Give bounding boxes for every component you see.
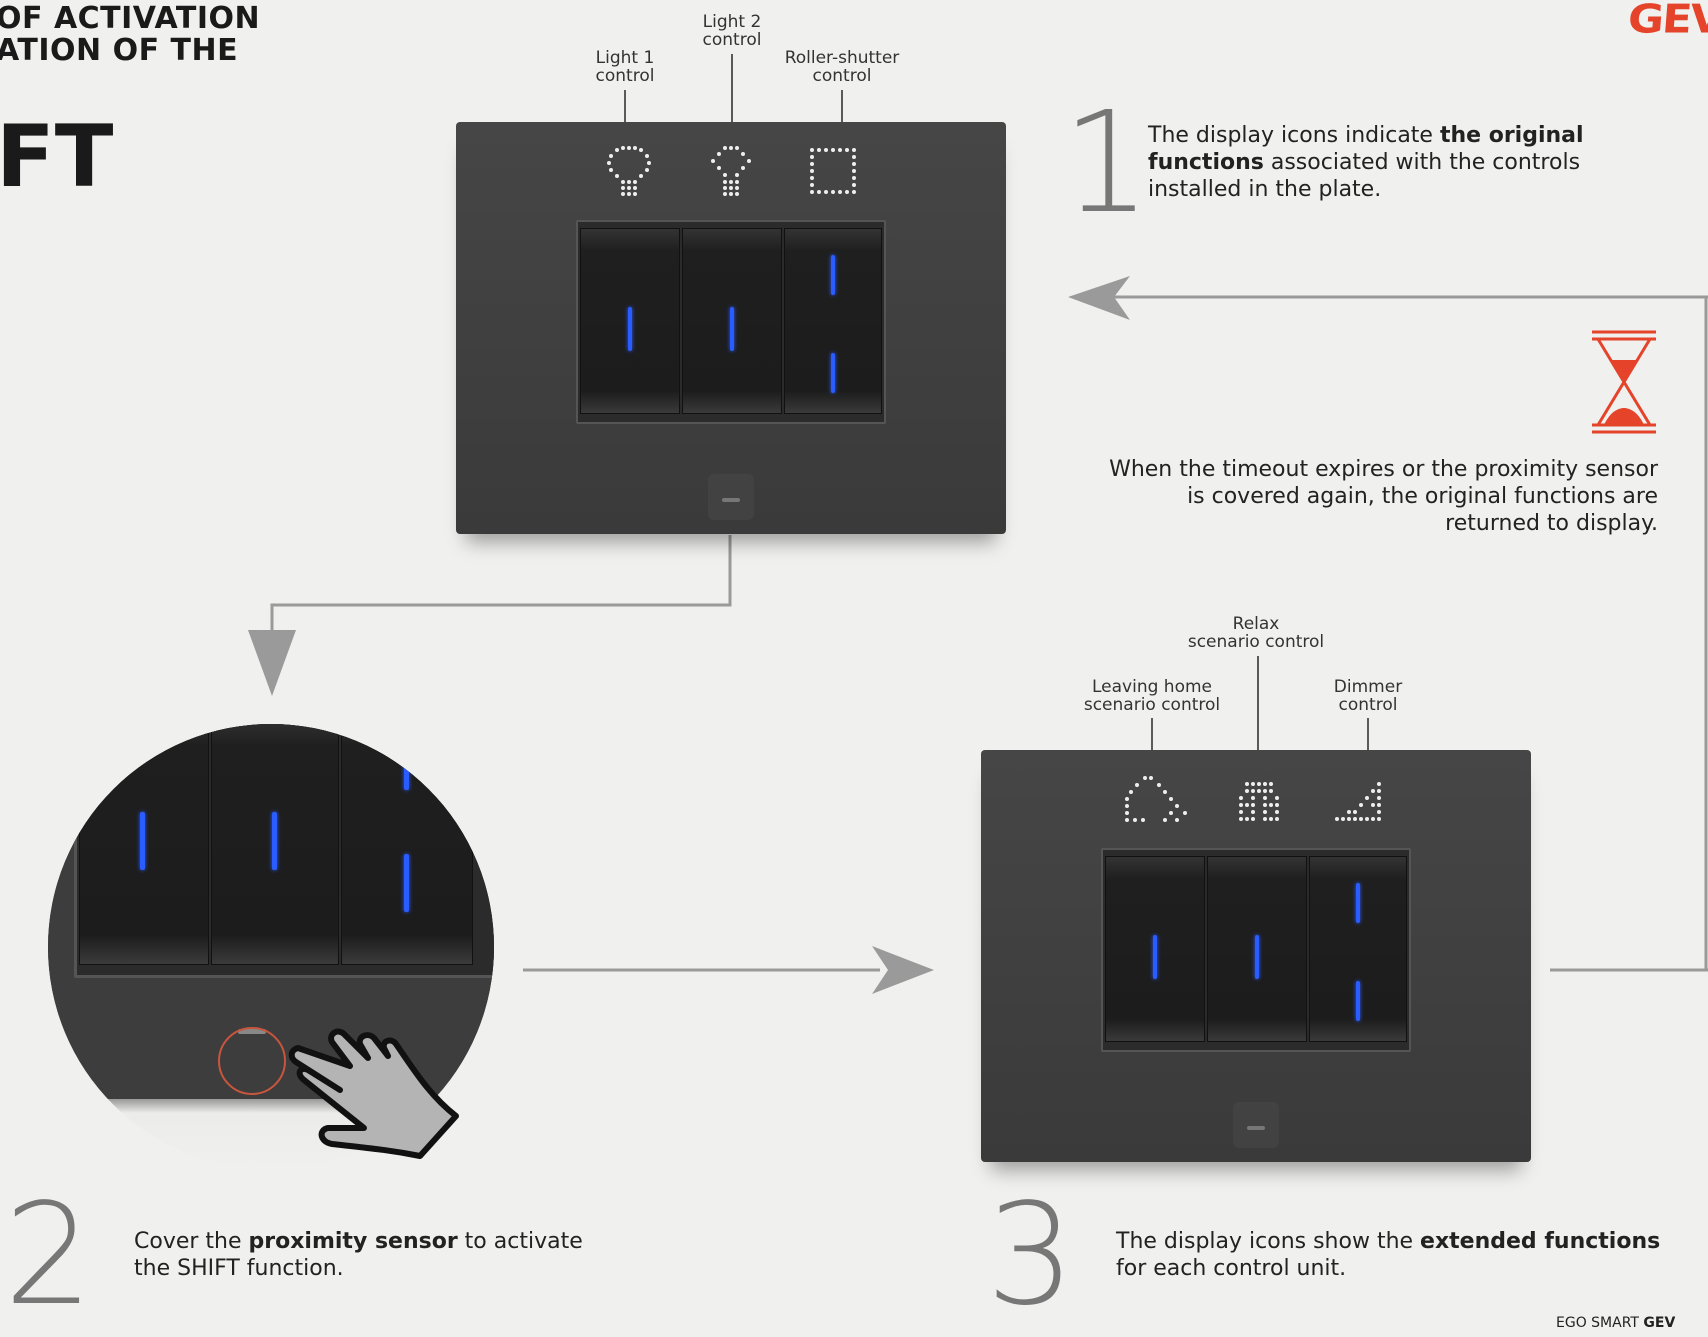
footer: EGO SMART GEV (1556, 1315, 1675, 1331)
step-3-text-pre: The display icons show the (1116, 1229, 1421, 1254)
bottom-plate (981, 750, 1531, 1162)
step-1-text-pre: The display icons indicate (1148, 123, 1440, 148)
arrow-head-right (872, 946, 934, 994)
callout-relax-line1: Relax (1232, 614, 1280, 634)
callout-light1: Light 1 control (575, 49, 675, 85)
hourglass-icon (1592, 330, 1656, 434)
led-indicator-up (1356, 883, 1360, 923)
callout-relax-line2: scenario control (1187, 632, 1325, 652)
led-indicator-down (404, 854, 409, 912)
step-3-text-post: for each control unit. (1116, 1256, 1347, 1281)
callout-light1-line2: control (595, 66, 655, 86)
key-relax[interactable] (1207, 856, 1307, 1042)
step-2-text-post: to activate the SHIFT function. (134, 1229, 583, 1281)
key-light1[interactable] (580, 228, 680, 414)
callout-roller-line1: Roller-shutter (784, 48, 900, 68)
key-light2[interactable] (682, 228, 782, 414)
led-indicator (272, 812, 277, 870)
led-indicator-up (404, 750, 409, 790)
callout-leaving-line1: Leaving home (1092, 677, 1212, 697)
bulb-icon (607, 146, 651, 196)
step-1-text-post: associated with the controls installed i… (1148, 150, 1581, 202)
zoom-key-3[interactable] (341, 724, 473, 965)
proximity-sensor[interactable] (1233, 1102, 1279, 1148)
zoom-key-block (74, 724, 494, 978)
step-2-text-pre: Cover the (134, 1229, 249, 1254)
proximity-sensor[interactable] (708, 474, 754, 520)
zoom-key-1[interactable] (79, 724, 209, 965)
step-3-text-bold: extended functions (1420, 1229, 1661, 1254)
callout-relax-leader (1257, 656, 1259, 768)
title-line-1: OF ACTIVATION (0, 1, 261, 36)
footer-brand: GEV (1643, 1315, 1676, 1331)
callout-dimmer-line2: control (1338, 695, 1398, 715)
callout-relax: Relax scenario control (1168, 615, 1344, 651)
callout-leaving-leader (1151, 718, 1153, 768)
footer-text: EGO SMART (1556, 1315, 1644, 1331)
callout-dimmer-line1: Dimmer (1333, 677, 1403, 697)
callout-roller-line2: control (812, 66, 872, 86)
led-indicator (628, 307, 632, 351)
callout-light2-line2: control (702, 30, 762, 50)
dimmer-icon (1335, 782, 1381, 821)
led-indicator (1255, 935, 1259, 979)
step-2-text: Cover the proximity sensor to activate t… (134, 1228, 604, 1282)
callout-light1-leader (624, 90, 626, 136)
step-3-number: 3 (986, 1174, 1076, 1337)
page-title: FT (0, 107, 114, 207)
key-block (1101, 848, 1411, 1052)
window-icon (810, 148, 856, 194)
callout-light2-leader (731, 54, 733, 136)
step-1-text: The display icons indicate the original … (1148, 122, 1618, 203)
callout-light2: Light 2 control (682, 13, 782, 49)
step-3-text: The display icons show the extended func… (1116, 1228, 1696, 1282)
timeout-text: When the timeout expires or the proximit… (1109, 457, 1658, 536)
callout-light1-line1: Light 1 (595, 48, 655, 68)
hand-pointer-icon (288, 1028, 459, 1159)
callout-light2-line1: Light 2 (702, 12, 762, 32)
key-leaving-home[interactable] (1105, 856, 1205, 1042)
callout-leaving: Leaving home scenario control (1064, 678, 1240, 714)
sensor-highlight-ring (218, 1027, 286, 1095)
step-2-text-bold: proximity sensor (248, 1229, 458, 1254)
callout-leaving-line2: scenario control (1083, 695, 1221, 715)
arrow-head-down (248, 630, 296, 696)
key-roller[interactable] (784, 228, 882, 414)
arrow-plate-to-zoom (270, 535, 732, 650)
callout-dimmer-leader (1367, 718, 1369, 768)
led-indicator (1153, 935, 1157, 979)
key-block (576, 220, 886, 424)
zoom-key-2[interactable] (211, 724, 339, 965)
callout-roller: Roller-shutter control (772, 49, 912, 85)
key-dimmer[interactable] (1309, 856, 1407, 1042)
led-indicator (730, 307, 734, 351)
leaving-home-icon (1125, 776, 1187, 822)
led-indicator-down (1356, 981, 1360, 1021)
led-indicator-down (831, 353, 835, 393)
title-line-2: ATION OF THE (0, 33, 239, 68)
led-indicator-up (831, 255, 835, 295)
led-indicator (140, 812, 145, 870)
top-plate (456, 122, 1006, 534)
relax-icon (1239, 782, 1279, 821)
arrow-head-left (1068, 276, 1130, 320)
step-1-text-bold: the original functions (1148, 123, 1584, 175)
bulb-icon-2 (711, 146, 751, 196)
step-1-number: 1 (1062, 82, 1152, 245)
callout-dimmer: Dimmer control (1298, 678, 1438, 714)
step-2-number: 2 (4, 1174, 94, 1337)
callout-roller-leader (841, 90, 843, 136)
zoom-circle (48, 724, 494, 1170)
